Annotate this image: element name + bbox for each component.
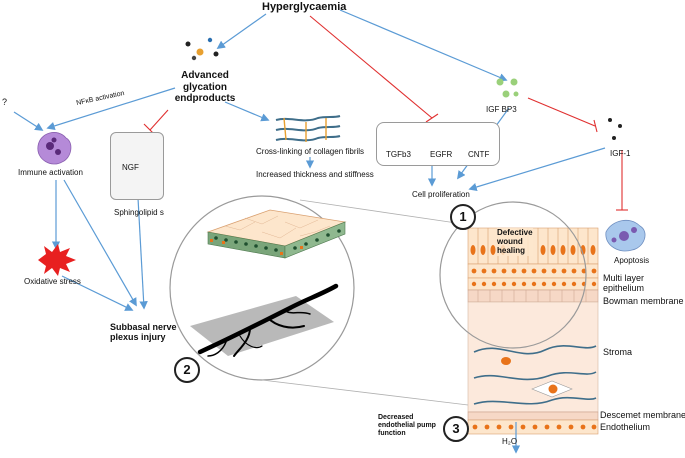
defective-line2: wound [497, 237, 523, 247]
oxidative-burst-icon [38, 244, 76, 276]
number-badge-2: 2 [174, 357, 200, 383]
igf1-molecules [608, 118, 622, 140]
igf1-label: IGF-1 [610, 149, 631, 158]
tgfb3-label: TGFb3 [386, 150, 411, 159]
h2o-label: H₂O [502, 437, 518, 446]
number-badge-3: 3 [443, 416, 469, 442]
cntf-label: CNTF [468, 150, 490, 159]
sphingolipids-label: Sphingolipid s [114, 208, 164, 217]
collagen-fibrils-icon [275, 115, 341, 142]
increased-thickness-label: Increased thickness and stiffness [256, 170, 374, 179]
subbasal-line2: plexus injury [110, 332, 166, 343]
multi-line1: Multi layer [603, 273, 645, 283]
subbasal-line1: Subbasal nerve [110, 322, 177, 332]
age-label: Advanced glycation endproducts [160, 70, 250, 105]
immune-activation-label: Immune activation [18, 168, 83, 177]
subbasal-nerve-label: Subbasal nerve plexus injury [110, 322, 177, 343]
immune-cell-icon [37, 132, 72, 165]
cornea-section [467, 227, 599, 454]
endothelium-label: Endothelium [600, 422, 651, 432]
age-molecules [185, 37, 219, 61]
question-mark: ? [2, 97, 8, 107]
apoptosis-label: Apoptosis [614, 256, 650, 265]
multi-layer-epithelium-label: Multi layer epithelium [603, 273, 644, 294]
collagen-label: Cross-linking of collagen fibrils [256, 147, 365, 156]
apoptosis-cell-icon [605, 219, 646, 252]
pump-function-label: Decreased endothelial pump function [378, 414, 436, 438]
defective-line3: healing [497, 246, 526, 256]
cell-proliferation-label: Cell proliferation [412, 190, 470, 199]
oxidative-stress-label: Oxidative stress [24, 277, 81, 286]
hyperglycaemia-title: Hyperglycaemia [262, 1, 347, 13]
stroma-label: Stroma [603, 347, 633, 357]
defective-line1: Defective [497, 228, 533, 237]
egfr-label: EGFR [430, 150, 453, 159]
igfbp3-molecules [496, 78, 519, 98]
ngf-label: NGF [122, 163, 139, 172]
pump-line1: Decreased [378, 414, 414, 421]
age-label-line2: glycation [183, 81, 227, 93]
descemet-membrane-label: Descemet membrane [600, 410, 685, 420]
age-label-line1: Advanced [181, 70, 229, 81]
multi-line2: epithelium [603, 283, 645, 294]
nerve-factors-box [110, 132, 164, 200]
bowman-membrane-label: Bowman membrane [603, 296, 684, 306]
defective-wound-healing-label: Defective wound healing [497, 228, 533, 256]
pump-line3: function [378, 430, 406, 438]
magnifier-circle-1 [439, 201, 587, 349]
number-badge-1: 1 [450, 204, 476, 230]
inhibition-lines [143, 15, 628, 211]
age-label-line3: endproducts [174, 93, 236, 104]
magnifier-circle-2 [169, 195, 471, 406]
igfbp3-label: IGF BP3 [486, 105, 517, 114]
pump-line2: endothelial pump [378, 422, 436, 430]
growth-factors-box [376, 122, 500, 166]
